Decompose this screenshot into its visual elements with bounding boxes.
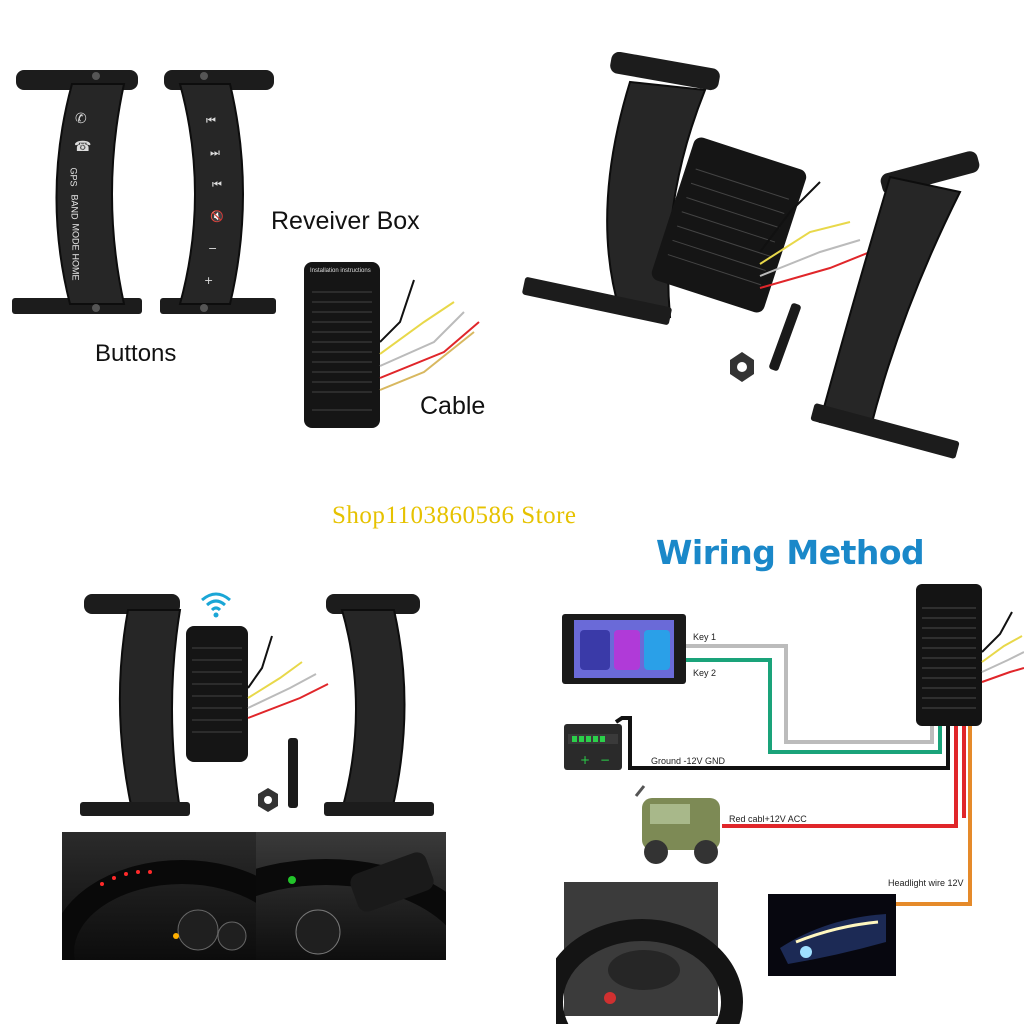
- svg-text:⏭: ⏭: [210, 146, 220, 159]
- svg-text:−: −: [208, 242, 217, 255]
- headlight-label: Headlight wire 12V: [888, 878, 964, 888]
- svg-text:🔇: 🔇: [210, 210, 224, 223]
- ground-label: Ground -12V GND: [651, 756, 726, 766]
- wiring-method-title: Wiring Method: [656, 533, 925, 572]
- red-acc-label: Red cabl+12V ACC: [729, 814, 807, 824]
- key2-label: Key 2: [693, 668, 717, 678]
- angled-units-photo: [522, 52, 980, 459]
- car-installation-photo-left: [62, 832, 256, 960]
- phone-icon: ✆: [75, 110, 87, 126]
- left-button-unit: [12, 70, 142, 314]
- receiver-box: [304, 262, 480, 428]
- svg-text:⏮: ⏮: [212, 178, 222, 191]
- store-watermark: Shop1103860586 Store: [332, 502, 577, 529]
- svg-text:⏮: ⏮: [206, 114, 216, 127]
- svg-text:−: −: [600, 753, 610, 767]
- left-unit-label-home: HOME: [70, 253, 81, 281]
- svg-text:+: +: [204, 274, 213, 287]
- receiver-title: Installation instructions: [310, 268, 371, 274]
- wireless-icon: [201, 592, 231, 618]
- svg-text:+: +: [580, 753, 590, 767]
- left-unit-label-gps: GPS: [68, 167, 79, 187]
- key1-label: Key 1: [693, 632, 717, 642]
- left-unit-label-mode: MODE: [70, 223, 81, 251]
- hangup-icon: ☎: [74, 138, 92, 154]
- cable-label: Cable: [420, 392, 486, 420]
- left-unit-label-band: BAND: [69, 194, 80, 220]
- right-button-unit: ⏮ ⏭ ⏮ 🔇 − +: [160, 70, 276, 314]
- kit-overview-photo: [80, 594, 434, 816]
- buttons-label: Buttons: [95, 340, 177, 367]
- receiver-box-label: Reveiver Box: [271, 207, 420, 235]
- car-installation-photo-right: [256, 832, 446, 960]
- wiring-diagram: + −: [556, 584, 1024, 1024]
